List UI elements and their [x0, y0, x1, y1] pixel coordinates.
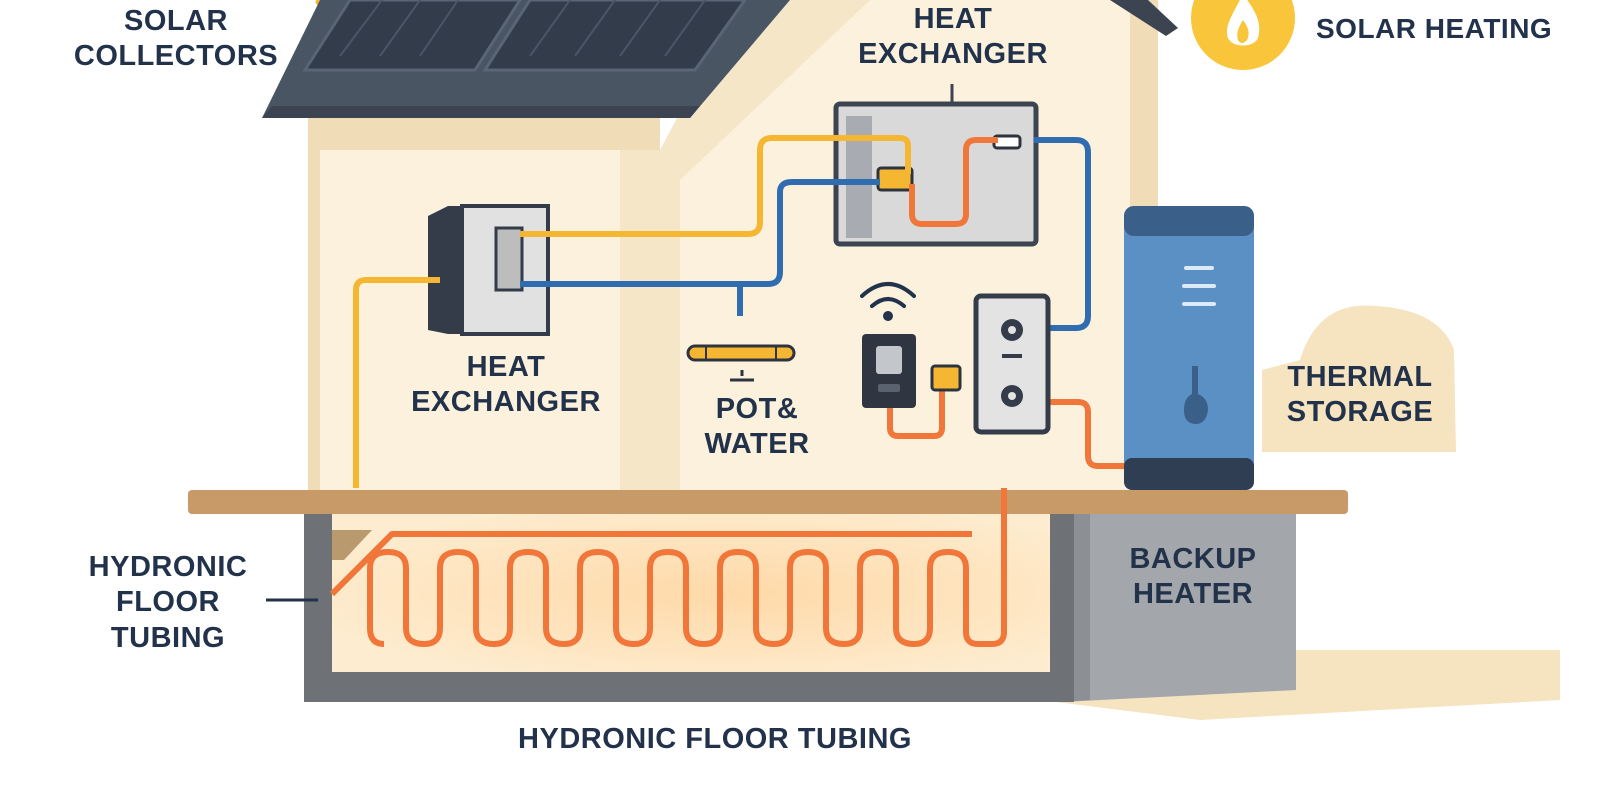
heat-exchanger-top-label: HEAT EXCHANGER [858, 3, 1048, 71]
thermal-storage-tank [1124, 206, 1456, 490]
control-box [973, 293, 1051, 435]
thermometer-icon [686, 344, 796, 382]
thermal-storage-label: THERMAL STORAGE [1286, 361, 1434, 429]
hot-pipes [353, 135, 911, 488]
solar-collector-panels [302, 0, 747, 72]
heat-exchanger-left [428, 204, 550, 336]
solar-heating-label: SOLAR HEATING [1316, 13, 1553, 44]
wifi-icon [860, 282, 916, 321]
cold-pipes [520, 137, 1091, 331]
pot-water-label: POT& WATER [704, 393, 810, 461]
backup-heater-label: BACKUP HEATER [1129, 543, 1257, 611]
solar-collectors-label: SOLAR COLLECTORS [73, 5, 279, 73]
hydronic-floor-tubing-side-label: HYDRONIC FLOOR TUBING [88, 551, 248, 654]
flame-icon [1191, 0, 1295, 70]
hydronic-floor-tubing [329, 488, 1007, 647]
ground-shadow [1040, 650, 1560, 720]
thermostat [862, 334, 962, 408]
hydronic-floor-tubing-bottom-label: HYDRONIC FLOOR TUBING [518, 723, 912, 755]
floor-beam [188, 490, 1348, 514]
heat-exchanger-left-label: HEAT EXCHANGER [411, 351, 601, 419]
heat-loop-pipes [887, 137, 1128, 469]
heat-exchanger-top [833, 84, 1039, 247]
water-drop-icon [1184, 366, 1208, 424]
